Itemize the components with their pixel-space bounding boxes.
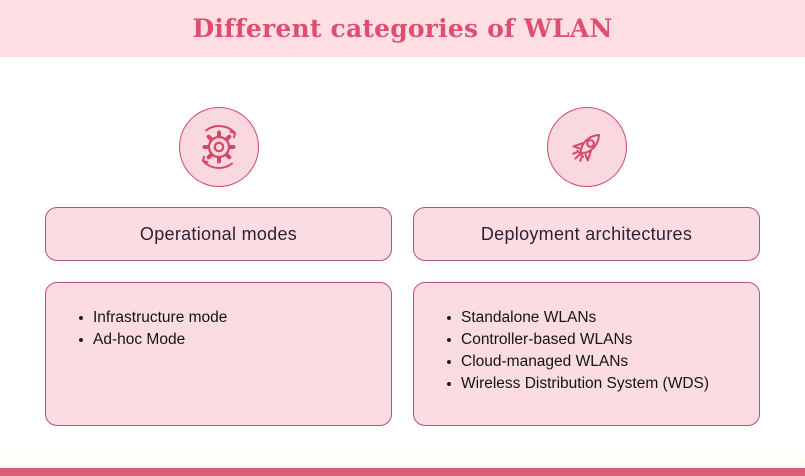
list-item: Standalone WLANs xyxy=(444,307,747,329)
header-label: Deployment architectures xyxy=(480,223,693,244)
header-label: Operational modes xyxy=(139,223,298,244)
deployment-architectures-list: Standalone WLANs Controller-based WLANs … xyxy=(444,307,747,395)
content-box-operational-modes: Infrastructure mode Ad-hoc Mode xyxy=(45,282,392,426)
bottom-accent-bar xyxy=(0,468,805,476)
header-box-deployment-architectures: Deployment architectures xyxy=(413,207,760,261)
list-item: Ad-hoc Mode xyxy=(76,329,379,351)
title-banner: Different categories of WLAN xyxy=(0,0,805,57)
column-deployment-architectures: Deployment architectures Standalone WLAN… xyxy=(413,0,760,426)
list-item: Cloud-managed WLANs xyxy=(444,351,747,373)
list-item: Wireless Distribution System (WDS) xyxy=(444,373,747,395)
gear-process-icon xyxy=(178,107,259,187)
list-item: Infrastructure mode xyxy=(76,307,379,329)
list-item: Controller-based WLANs xyxy=(444,329,747,351)
column-operational-modes: Operational modes Infrastructure mode Ad… xyxy=(45,0,392,426)
page-title: Different categories of WLAN xyxy=(192,14,613,43)
rocket-icon xyxy=(546,107,627,187)
content-box-deployment-architectures: Standalone WLANs Controller-based WLANs … xyxy=(413,282,760,426)
operational-modes-list: Infrastructure mode Ad-hoc Mode xyxy=(76,307,379,351)
header-box-operational-modes: Operational modes xyxy=(45,207,392,261)
bottom-cream-strip xyxy=(0,452,805,468)
